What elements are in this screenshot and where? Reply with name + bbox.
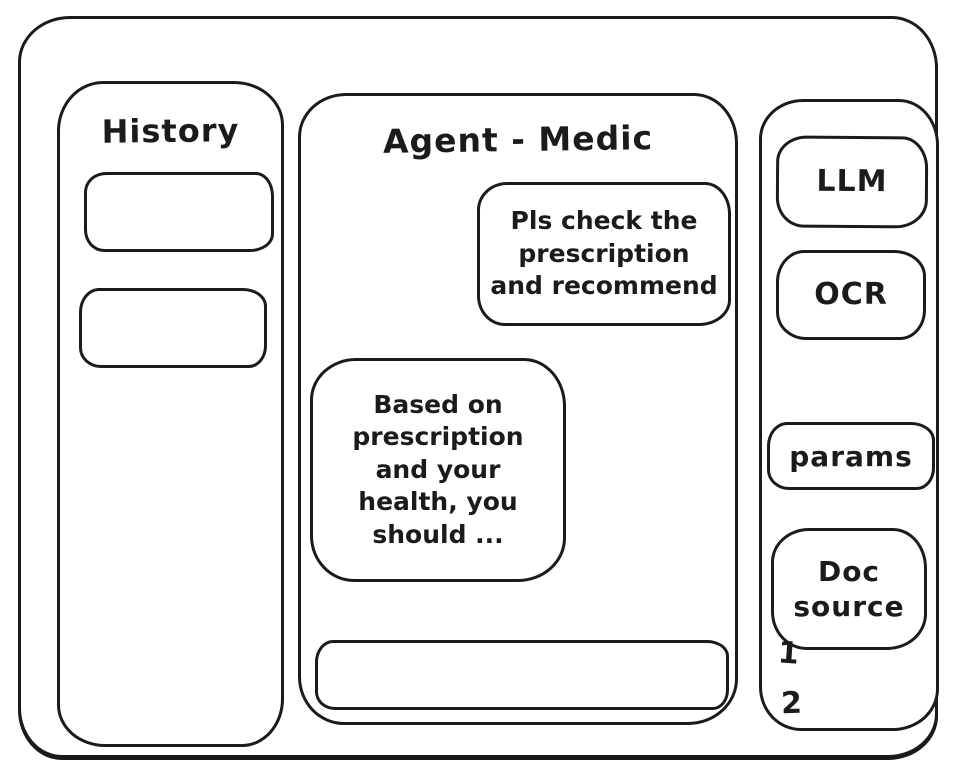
chat-input[interactable] [315, 640, 729, 710]
chat-panel: Agent - Medic Pls check the prescription… [298, 93, 738, 725]
history-sidebar: History [57, 81, 284, 747]
params-button[interactable]: params [767, 422, 935, 490]
chat-title: Agent - Medic [382, 118, 654, 161]
app-window: History Agent - Medic Pls check the pres… [18, 16, 939, 758]
history-title: History [101, 111, 240, 151]
doc-source-item-2[interactable]: 2 [780, 685, 803, 722]
doc-source-button[interactable]: Doc source [771, 528, 927, 650]
agent-message-text: Based on prescription and your health, y… [352, 389, 524, 549]
history-item[interactable] [79, 288, 267, 368]
doc-source-item-1[interactable]: 1 [776, 635, 801, 672]
tools-sidebar: LLM OCR params Doc source 1 2 [759, 99, 939, 731]
ocr-button[interactable]: OCR [776, 250, 926, 340]
agent-message-bubble: Based on prescription and your health, y… [310, 358, 566, 582]
llm-button[interactable]: LLM [775, 135, 929, 229]
history-item[interactable] [84, 172, 274, 252]
user-message-bubble: Pls check the prescription and recommend [477, 182, 731, 326]
user-message-text: Pls check the prescription and recommend [490, 206, 718, 301]
